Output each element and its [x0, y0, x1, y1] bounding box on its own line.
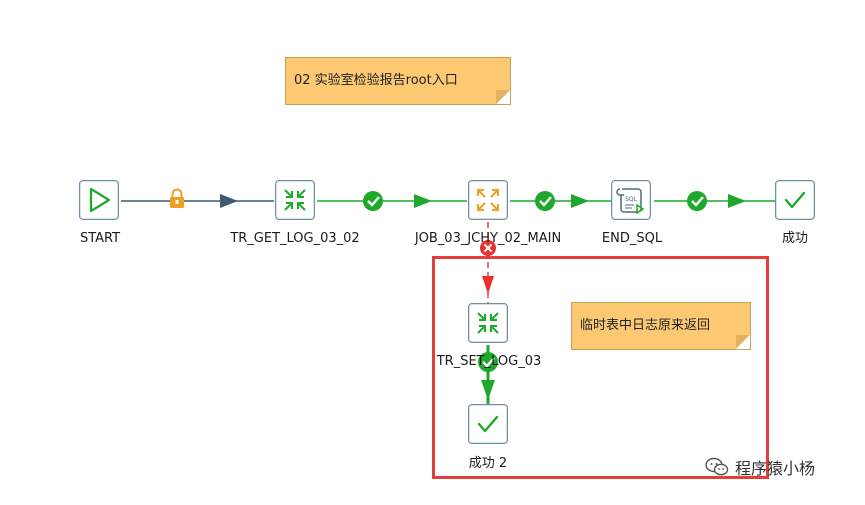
entry-label-end-sql: END_SQL [601, 231, 663, 246]
note-root-entry[interactable]: 02 实验室检验报告root入口 [285, 57, 511, 105]
entry-label-start: START [79, 231, 121, 246]
highlight-box [432, 256, 769, 479]
hop-job-main-to-tr-set-log-failure[interactable] [482, 222, 494, 303]
failure-x-badge [480, 240, 496, 256]
entry-label-success-2: 成功 2 [468, 456, 508, 471]
note-text: 临时表中日志原来返回 [580, 318, 711, 333]
entry-tr-get-log[interactable] [275, 180, 315, 220]
svg-text:SQL: SQL [625, 196, 638, 203]
success-check-badge [363, 191, 383, 211]
note-text: 02 实验室检验报告root入口 [294, 73, 458, 88]
success-check-badge [478, 352, 498, 372]
note-fold-corner [496, 90, 510, 104]
wechat-icon [705, 457, 729, 476]
entry-label-tr-get-log: TR_GET_LOG_03_02 [230, 231, 360, 246]
entry-end-sql[interactable]: SQL [611, 180, 651, 220]
note-temp-table-log[interactable]: 临时表中日志原来返回 [571, 302, 751, 350]
watermark: 程序猿小杨 [705, 455, 815, 479]
note-fold-corner [736, 335, 750, 349]
hop-tr-get-log-to-job-main[interactable] [317, 194, 467, 208]
hop-start-to-tr-get-log[interactable] [121, 194, 274, 208]
transformation-icon [477, 312, 499, 334]
success-check-icon [784, 191, 806, 209]
lock-icon [170, 188, 184, 208]
start-play-icon [89, 187, 111, 213]
success-check-icon [477, 415, 499, 433]
entry-label-tr-set-log: TR_SET_LOG_03 [436, 354, 542, 369]
hop-job-main-to-end-sql[interactable] [510, 194, 611, 208]
sql-script-icon: SQL [616, 188, 645, 215]
hop-end-sql-to-success[interactable] [654, 194, 775, 208]
entry-label-job-main: JOB_03_JCHY_02_MAIN [414, 231, 562, 246]
job-icon [477, 189, 499, 211]
entry-start[interactable] [79, 180, 119, 220]
entry-job-main[interactable] [468, 180, 508, 220]
watermark-text: 程序猿小杨 [735, 459, 816, 478]
success-check-badge [687, 191, 707, 211]
entry-label-success: 成功 [781, 231, 809, 246]
success-check-badge [535, 191, 555, 211]
entry-success[interactable] [775, 180, 815, 220]
entry-success-2[interactable] [468, 404, 508, 444]
transformation-icon [284, 189, 306, 211]
entry-tr-set-log[interactable] [468, 303, 508, 343]
